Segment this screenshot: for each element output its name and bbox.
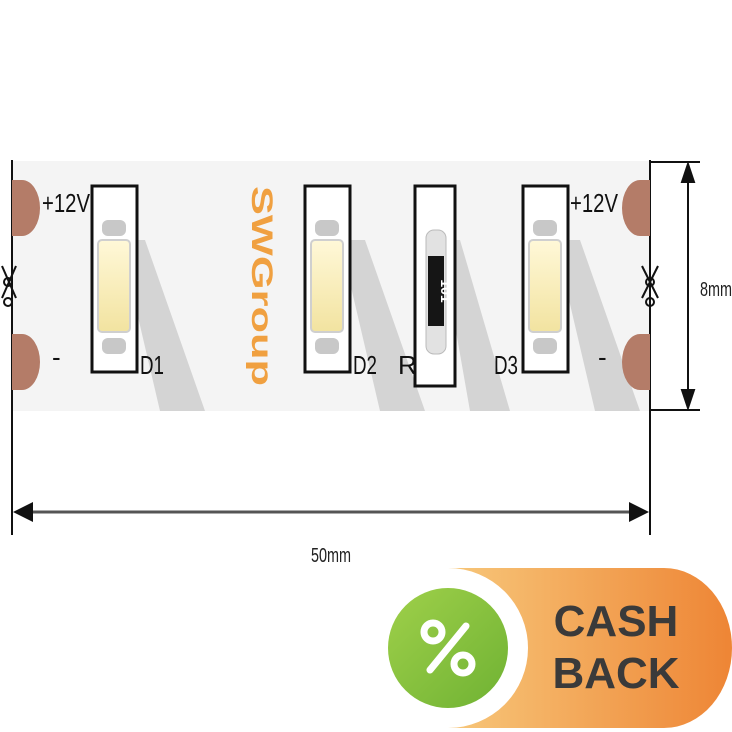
pad-top-left [12,180,40,236]
led-d3 [521,184,570,374]
led-label-d2: D2 [353,350,377,380]
cashback-badge-pill [448,568,732,728]
cashback-line2: BACK [552,649,679,698]
percent-icon [420,619,476,677]
cashback-badge[interactable]: CASH BACK [368,568,732,728]
resistor-label: R [398,350,417,380]
length-dimension-label: 50mm [311,545,351,567]
led-d2 [303,184,352,374]
pad-top-right [622,180,650,236]
scissors-icon-left [1,265,17,307]
pad-label-top-right: +12V [570,188,619,218]
cashback-line1: CASH [554,597,679,646]
width-dimension-label: 8mm [700,279,732,301]
pad-bottom-right [622,334,650,390]
pad-label-top-left: +12V [42,188,91,218]
brand-logo: SWGroup [245,186,278,386]
shadow-stripes [120,240,640,411]
resistor-code: 101 [438,279,454,303]
solder-pads [12,180,650,390]
led-d1 [90,184,139,374]
pad-label-bottom-left: - [52,342,61,372]
scissors-icon-right [641,265,659,307]
led-label-d3: D3 [494,350,518,380]
led-label-d1: D1 [140,350,164,380]
length-dimension [13,502,649,522]
pad-bottom-left [12,334,40,390]
pad-label-bottom-right: - [598,342,607,372]
width-dimension [650,160,700,412]
resistor [413,184,457,388]
